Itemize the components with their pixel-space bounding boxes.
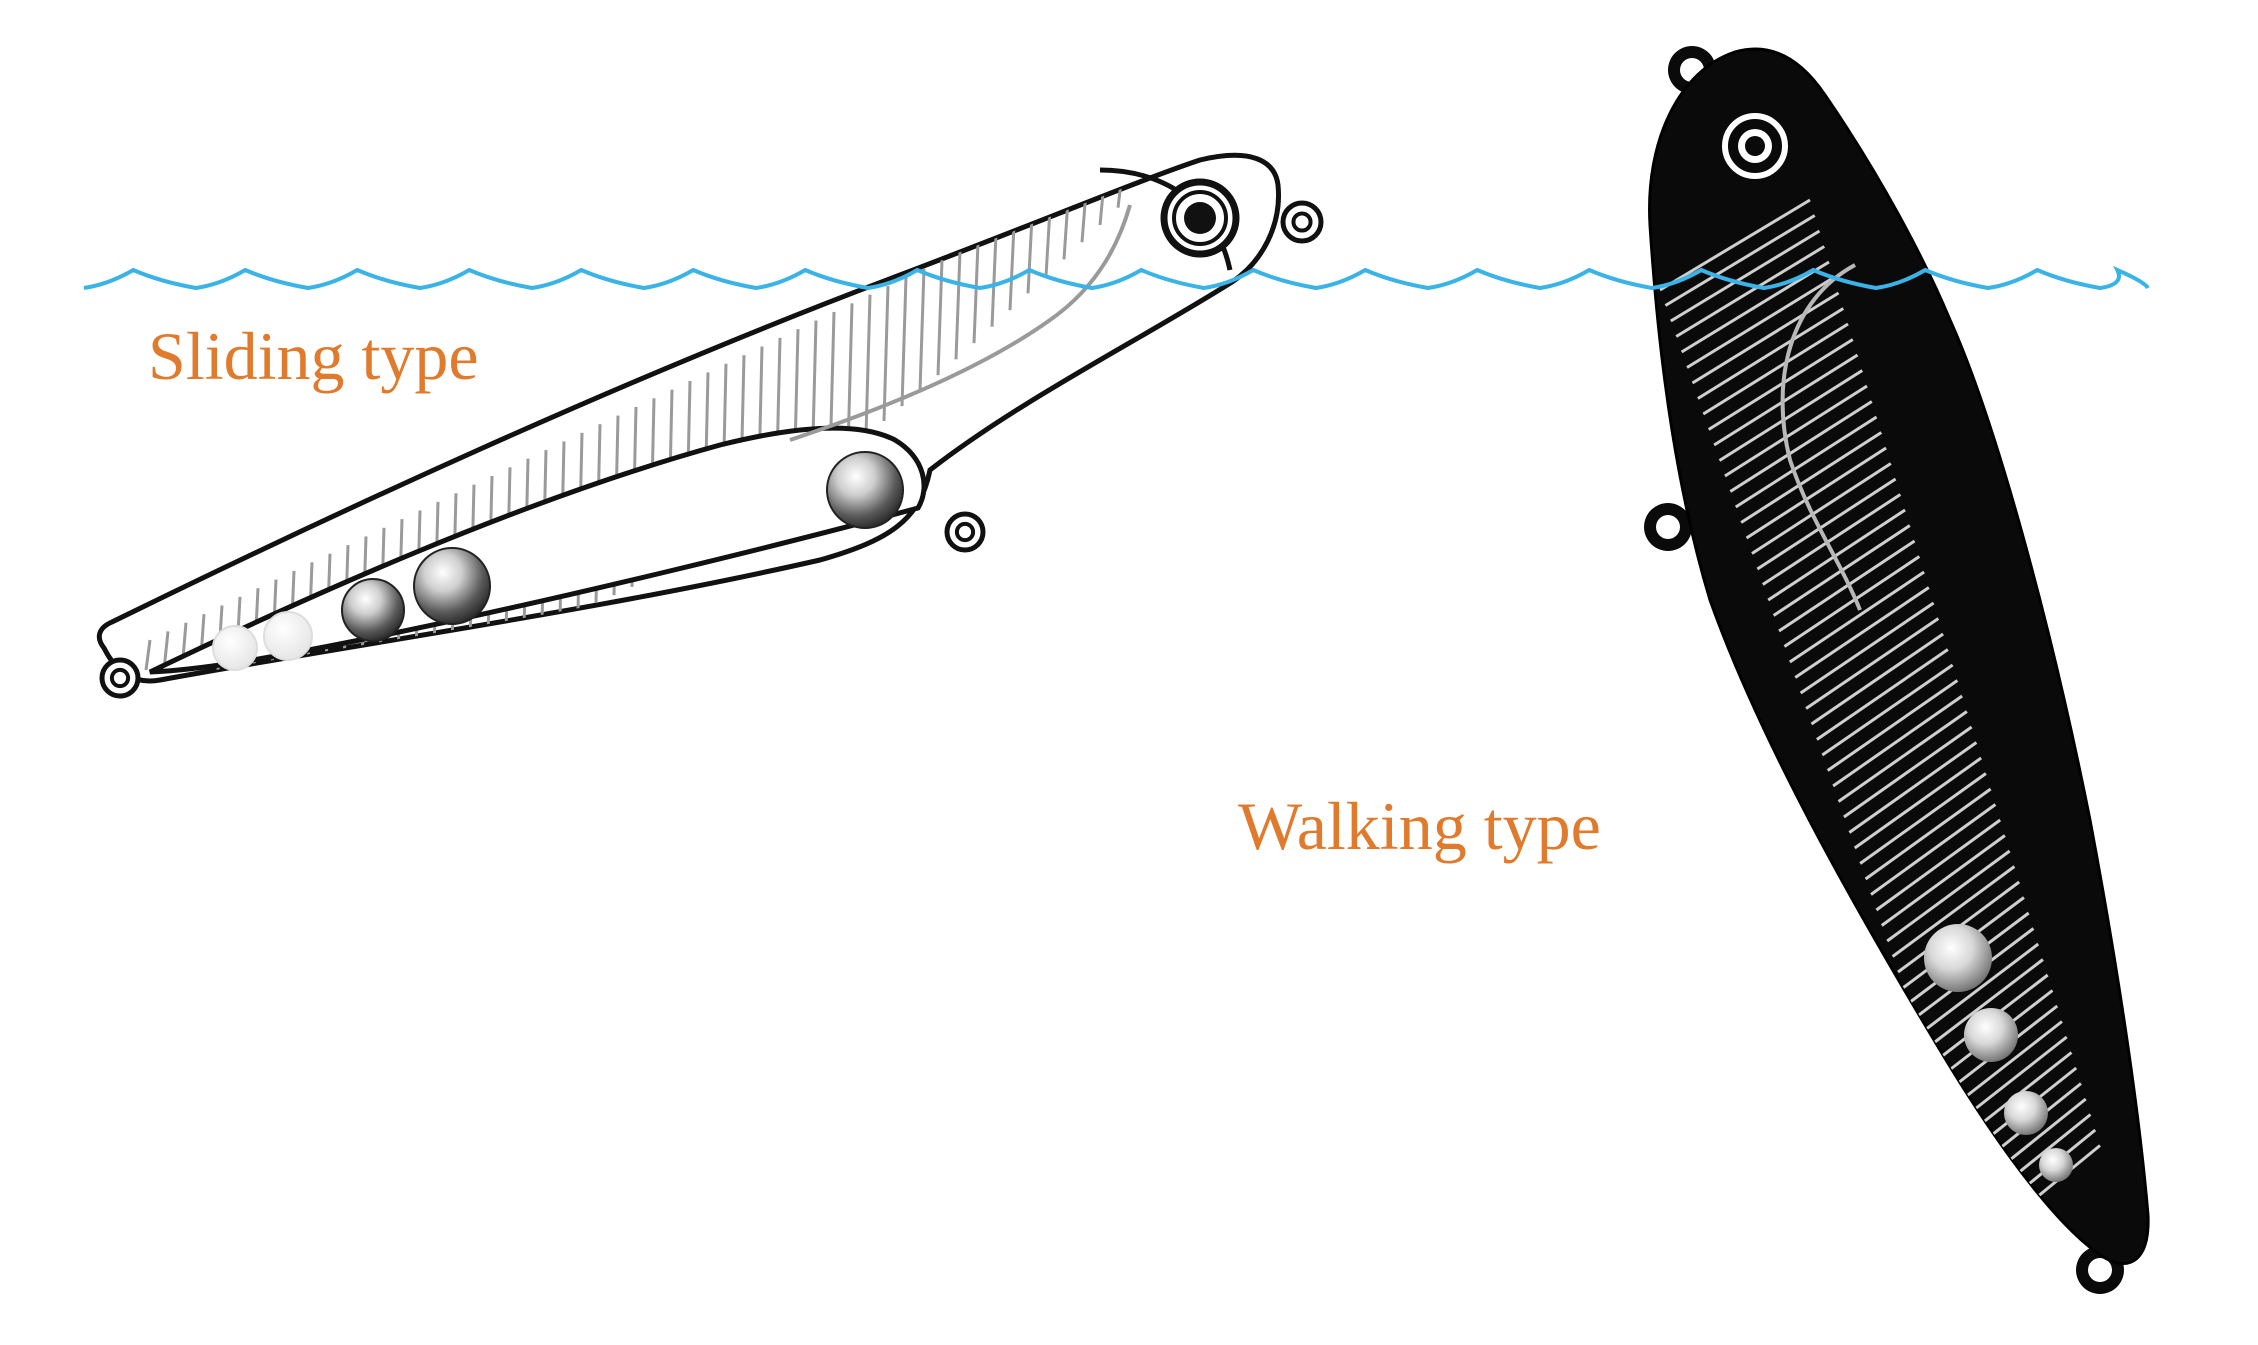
walking-lure-body xyxy=(1648,47,2150,1265)
scale-line xyxy=(1740,431,1883,524)
scale-line xyxy=(1924,958,2044,1051)
scale-line xyxy=(1805,617,1940,710)
scale-line xyxy=(1870,803,1997,896)
scale-line xyxy=(1789,570,1925,664)
scale-line xyxy=(1864,787,1992,881)
scale-line xyxy=(144,639,152,671)
sliding-lure xyxy=(96,152,1324,699)
scale-line xyxy=(1675,245,1826,338)
scale-line xyxy=(1044,208,1052,277)
scale-line xyxy=(1880,834,2006,927)
scale-line xyxy=(1026,216,1034,294)
scale-line xyxy=(1826,679,1959,772)
scale-line xyxy=(1686,276,1835,369)
weight-ball-ghost xyxy=(263,611,313,661)
eye-pupil xyxy=(1184,202,1216,234)
scale-line xyxy=(1691,291,1840,385)
scale-line xyxy=(1810,632,1944,726)
scale-line xyxy=(1875,818,2002,912)
sliding-lure-weight-balls xyxy=(212,451,904,671)
scale-line xyxy=(1751,462,1892,555)
scale-line xyxy=(1843,725,1973,819)
eyelet-hole xyxy=(1656,515,1680,539)
scale-line xyxy=(1734,415,1878,509)
walking-lure-lateral-line xyxy=(1780,263,1862,611)
scale-line xyxy=(1718,369,1864,462)
scale-line xyxy=(882,286,890,422)
scale-line xyxy=(1697,307,1845,400)
eyelet-hole xyxy=(1291,211,1313,233)
scale-line xyxy=(1832,694,1963,788)
scale-line xyxy=(1918,942,2040,1036)
scale-line xyxy=(1799,601,1935,695)
weight-ball xyxy=(1924,924,1992,992)
sliding-lure-eyelets xyxy=(99,200,1324,699)
scale-line xyxy=(1713,353,1859,447)
scale-line xyxy=(1664,214,1816,307)
sliding-lure-eye-icon xyxy=(1099,167,1240,271)
scale-line xyxy=(1821,663,1954,757)
walking-lure-weight-balls xyxy=(1924,924,2073,1182)
scale-line xyxy=(1853,756,1983,850)
scale-line xyxy=(846,303,854,451)
scale-line xyxy=(1778,539,1916,633)
scale-line xyxy=(1724,384,1868,478)
scale-line xyxy=(1816,648,1949,741)
scale-line xyxy=(1783,555,1921,648)
scale-line xyxy=(918,268,926,391)
scale-line xyxy=(1886,849,2011,943)
sliding-type-label: Sliding type xyxy=(148,318,479,394)
scale-line xyxy=(1859,772,1987,865)
eyelet-hole xyxy=(954,521,976,543)
scale-line xyxy=(1756,477,1897,571)
scale-line xyxy=(1837,710,1968,803)
scale-line xyxy=(1707,338,1854,431)
scale-line xyxy=(1745,446,1887,540)
scale-line xyxy=(1729,400,1873,493)
eyelet-hole xyxy=(109,667,131,689)
weight-ball xyxy=(2039,1148,2073,1182)
eyelet-hole xyxy=(2088,1258,2112,1282)
scale-line xyxy=(1794,586,1930,679)
sliding-lure-lateral-line xyxy=(789,204,1132,442)
scale-line xyxy=(1670,229,1821,323)
scale-line xyxy=(900,277,908,407)
scale-line xyxy=(1848,741,1978,834)
weight-ball xyxy=(341,578,405,642)
scale-line xyxy=(1659,198,1811,292)
scale-line xyxy=(1891,865,2016,958)
scale-line xyxy=(1702,322,1849,416)
weight-ball xyxy=(1964,1008,2018,1062)
scale-line xyxy=(972,242,980,344)
walking-lure-scale-lines xyxy=(1659,198,2101,1237)
water-surface-line xyxy=(83,265,2150,291)
eye-pupil xyxy=(1745,136,1765,156)
weight-ball xyxy=(413,547,491,625)
weight-ball-ghost xyxy=(212,625,258,671)
walking-type-label: Walking type xyxy=(1238,788,1601,864)
scale-line xyxy=(1008,225,1016,311)
scale-line xyxy=(990,234,998,327)
walking-lure-eye-icon xyxy=(1722,113,1788,179)
weight-ball xyxy=(826,451,904,529)
walking-lure xyxy=(1644,46,2150,1294)
scale-line xyxy=(1767,508,1906,602)
scale-line xyxy=(954,251,962,360)
scale-line xyxy=(1761,493,1902,586)
weight-ball xyxy=(2004,1091,2048,1135)
